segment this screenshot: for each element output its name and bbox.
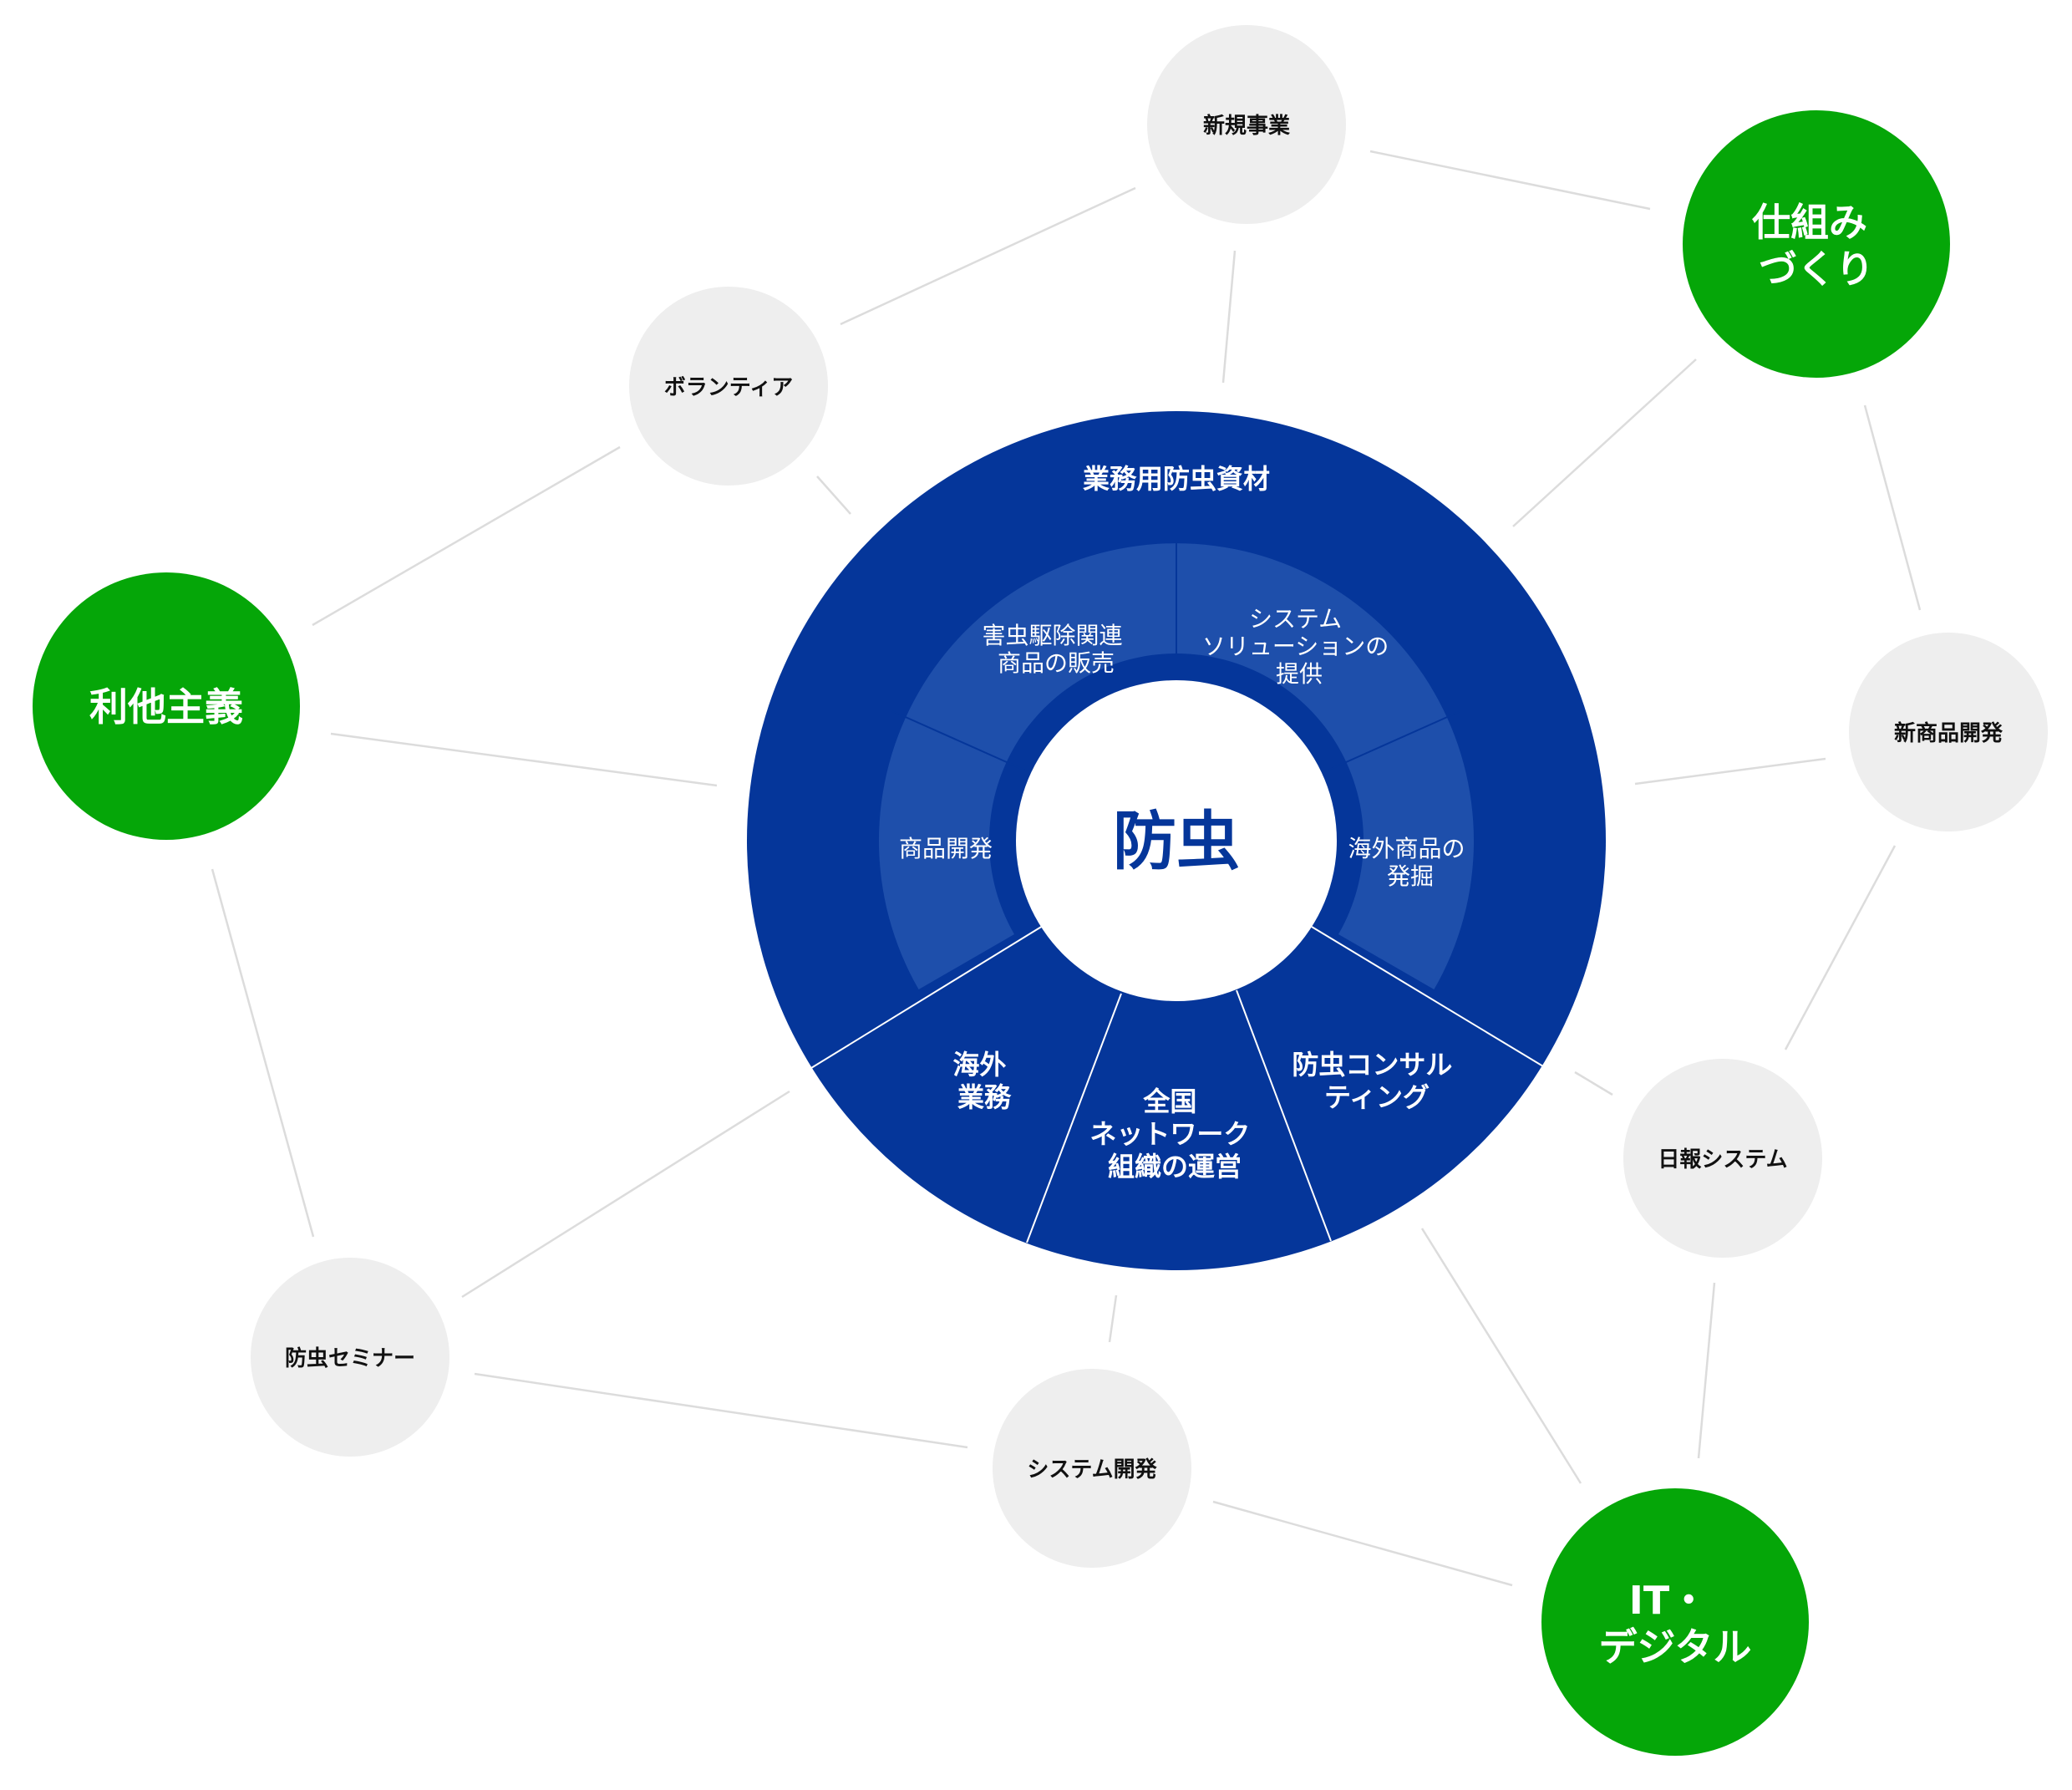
svg-text:新商品開発: 新商品開発 [1894,720,2003,746]
center-circle [1016,680,1337,1001]
outer-divider [1311,926,1544,1067]
connector-line [1420,1228,1582,1484]
node-daily-report: 日報システム [1623,1059,1822,1258]
core-ring-chart: 防虫 業務用防虫資材 海外 業務 全国 ネットワーク 組織の運営 防虫コンサル … [747,411,1606,1270]
svg-text:仕組み づくり: 仕組み づくり [1752,200,1881,292]
connector-line [1212,1500,1513,1587]
inner-system-solution-label: システム ソリューションの 提供 [1202,605,1396,688]
connector-line [312,445,621,627]
connector-line [474,1372,968,1449]
inner-overseas-products-label: 海外商品の 発掘 [1348,835,1473,890]
connector-line [1369,150,1651,211]
svg-text:日報システム: 日報システム [1658,1147,1787,1172]
node-mechanism: 仕組み づくり [1683,110,1950,378]
connector-line [1863,404,1922,611]
connector-line [1108,1294,1118,1343]
outer-divider [1026,993,1122,1243]
node-new-product-dev: 新商品開発 [1849,633,2048,831]
connector-line [330,732,718,787]
outer-divider [810,925,1044,1069]
inner-ring [879,543,1474,989]
node-system-dev: システム開発 [993,1369,1191,1568]
connector-line [1574,1070,1613,1096]
svg-text:利他主義: 利他主義 [89,684,243,730]
segment-network-label: 全国 ネットワーク 組織の運営 [1089,1086,1259,1182]
segment-consulting-label: 防虫コンサル ティング [1292,1049,1461,1113]
inner-divider [891,710,1032,774]
inner-divider [1321,710,1461,774]
inner-product-dev-label: 商品開発 [899,835,993,862]
ring-top-label: 業務用防虫資材 [1083,463,1270,495]
connector-line [816,475,851,515]
node-it-digital: IT・ デジタル [1541,1488,1809,1756]
center-label: 防虫 [1113,804,1240,878]
node-new-business: 新規事業 [1147,25,1346,224]
satellite-nodes: 新規事業 ボランティア 仕組み づくり 利他主義 新商品開発 日報システム [33,25,2048,1756]
connector-line [211,868,315,1238]
connector-line [1221,250,1237,384]
outer-divider [1236,989,1332,1242]
connector-lines [211,150,1922,1587]
connector-line [461,1090,790,1299]
segment-overseas-label: 海外 業務 [952,1049,1015,1113]
connector-line [1784,845,1897,1050]
connector-line [840,186,1136,326]
svg-text:ボランティア: ボランティア [664,375,793,400]
svg-text:新規事業: 新規事業 [1203,113,1290,139]
inner-pest-sales-label: 害虫駆除関連 商品の販売 [983,622,1130,677]
connector-line [1697,1282,1716,1459]
node-volunteer: ボランティア [629,287,828,486]
node-altruism: 利他主義 [33,572,300,840]
connector-line [1634,757,1826,786]
svg-text:システム開発: システム開発 [1027,1457,1157,1482]
svg-text:防虫セミナー: 防虫セミナー [285,1346,415,1371]
connector-line [1512,359,1697,527]
svg-text:IT・ デジタル: IT・ デジタル [1598,1578,1751,1670]
node-seminar: 防虫セミナー [251,1258,449,1457]
